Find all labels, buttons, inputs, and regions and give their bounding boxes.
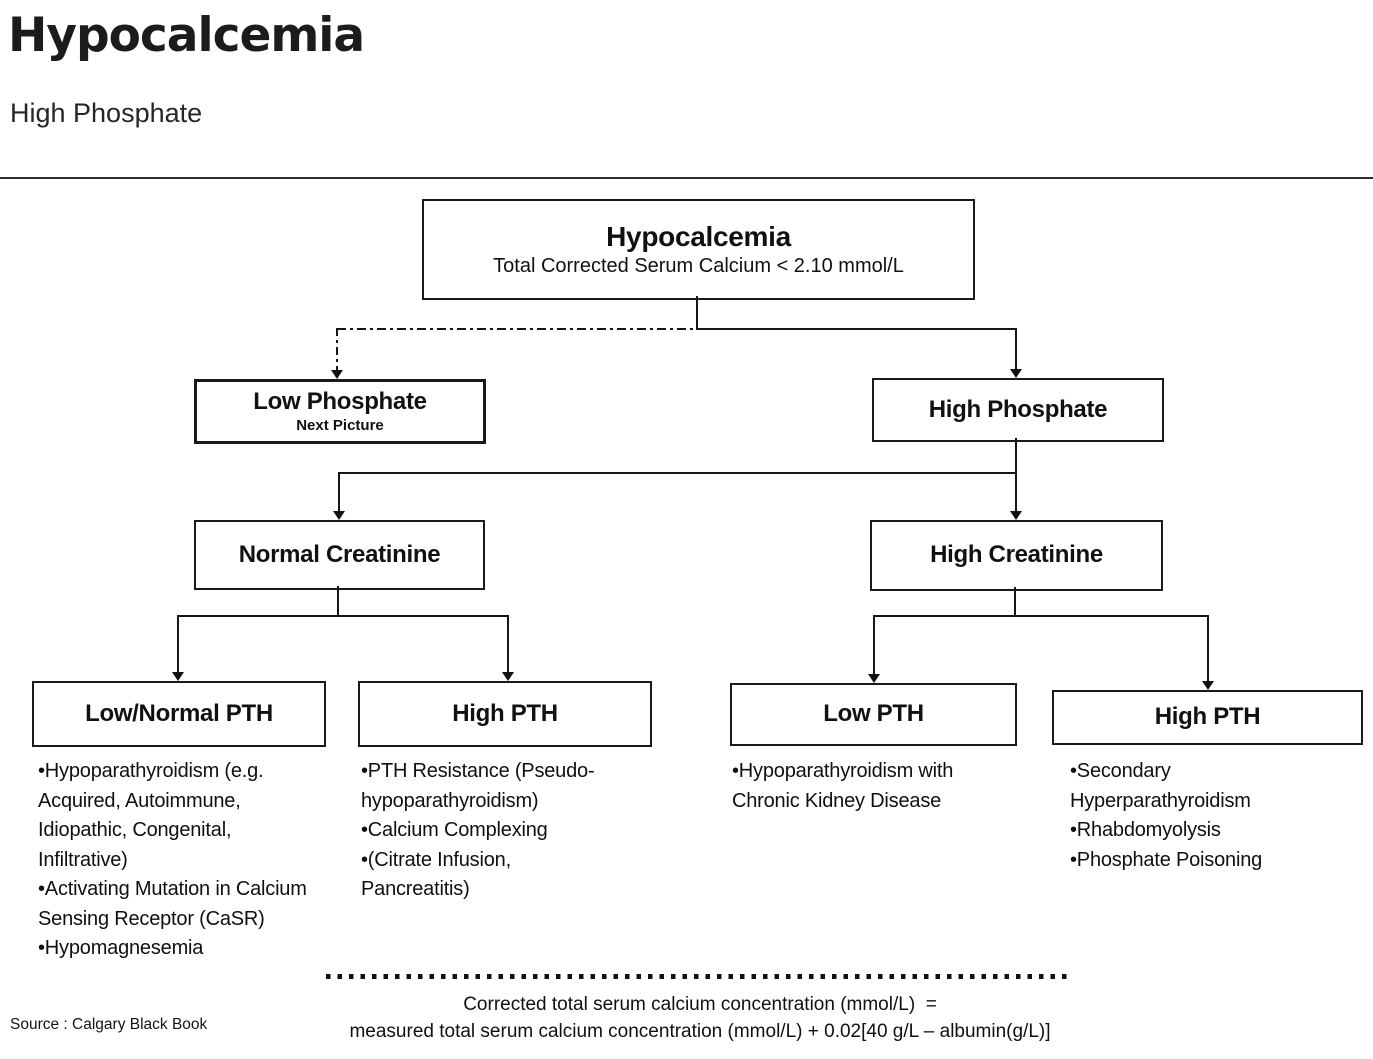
arrowhead-low-phosphate (331, 370, 343, 379)
node-title: Low/Normal PTH (85, 699, 273, 727)
node-title: High PTH (1154, 703, 1261, 731)
dotted-separator (326, 974, 1070, 979)
node-title: High PTH (452, 699, 558, 727)
connector-to-low-normal-pth (177, 615, 179, 673)
node-subtitle: Total Corrected Serum Calcium < 2.10 mmo… (493, 255, 904, 278)
node-title: Low PTH (823, 700, 924, 728)
arrowhead-normal-creatinine (333, 511, 345, 520)
node-high-creatinine: High Creatinine (870, 520, 1163, 591)
bullet-item: •Hypoparathyroidism (e.g. Acquired, Auto… (38, 760, 264, 871)
connector-to-low-pth (873, 615, 875, 675)
connector-dashdot-horizontal (337, 328, 698, 330)
arrowhead-high-creatinine (1010, 511, 1022, 520)
bullet-item: •(Citrate Infusion, Pancreatitis) (361, 848, 511, 901)
formula-line-2: measured total serum calcium concentrati… (349, 1021, 1051, 1042)
node-normal-creatinine: Normal Creatinine (194, 520, 485, 590)
connector-right-horizontal (697, 328, 1017, 330)
header-divider (0, 177, 1373, 179)
node-low-pth: Low PTH (730, 683, 1017, 746)
connector-root-stub (696, 296, 698, 330)
arrowhead-high-phosphate (1010, 369, 1022, 378)
connector-creatinine-split (338, 472, 1017, 474)
causes-list-high-pth-left: •PTH Resistance (Pseudo-hypoparathyroidi… (361, 757, 615, 905)
bullet-item: •Hypomagnesemia (38, 937, 204, 959)
connector-right-pth-split (873, 615, 1209, 617)
node-title: High Phosphate (928, 395, 1108, 423)
connector-to-high-pth-right (1207, 615, 1209, 682)
connector-left-pth-split (177, 615, 509, 617)
causes-list-low-normal-pth: •Hypoparathyroidism (e.g. Acquired, Auto… (38, 757, 314, 964)
bullet-item: •Activating Mutation in Calcium Sensing … (38, 878, 307, 930)
formula-line-1: Corrected total serum calcium concentrat… (463, 994, 937, 1015)
source-credit: Source : Calgary Black Book (10, 1016, 208, 1033)
connector-right-vertical (1015, 328, 1017, 369)
connector-to-high-pth-left (507, 615, 509, 673)
arrowhead-low-pth (868, 674, 880, 683)
bullet-item: •PTH Resistance (Pseudo-hypoparathyroidi… (361, 760, 595, 812)
connector-dashdot-vertical (336, 328, 338, 370)
connector-to-normal-creatinine (338, 472, 340, 512)
bullet-item: •Calcium Complexing (361, 819, 548, 841)
node-hypocalcemia-root: Hypocalcemia Total Corrected Serum Calci… (422, 199, 975, 300)
node-low-phosphate: Low Phosphate Next Picture (194, 379, 486, 444)
connector-highcreatinine-stub (1014, 587, 1016, 617)
node-high-pth-right: High PTH (1052, 690, 1363, 745)
arrowhead-high-pth-right (1202, 681, 1214, 690)
connector-normalcreatinine-stub (337, 586, 339, 617)
bullet-item: •Phosphate Poisoning (1070, 848, 1263, 871)
node-title: Hypocalcemia (606, 220, 791, 252)
connector-highphosphate-stub (1015, 438, 1017, 474)
bullet-item: •Hypoparathyroidism with Chronic Kidney … (732, 760, 954, 812)
node-subtitle: Next Picture (296, 416, 384, 434)
node-low-normal-pth: Low/Normal PTH (32, 681, 326, 747)
node-title: Low Phosphate (253, 388, 427, 416)
causes-list-low-pth: •Hypoparathyroidism with Chronic Kidney … (732, 757, 994, 816)
node-title: High Creatinine (930, 541, 1103, 569)
corrected-calcium-formula: Corrected total serum calcium concentrat… (330, 991, 1070, 1045)
node-title: Normal Creatinine (238, 540, 441, 568)
causes-list-high-pth-right: •Secondary Hyperparathyroidism •Rhabdomyo… (1070, 757, 1316, 875)
bullet-item: •Secondary Hyperparathyroidism (1070, 760, 1251, 812)
node-high-phosphate: High Phosphate (872, 378, 1164, 442)
page-subtitle: High Phosphate (10, 98, 203, 128)
arrowhead-high-pth-left (502, 672, 514, 681)
page-title: Hypocalcemia (8, 8, 365, 63)
node-high-pth-left: High PTH (358, 681, 652, 747)
connector-to-high-creatinine (1015, 472, 1017, 512)
arrowhead-low-normal-pth (172, 672, 184, 681)
bullet-item: •Rhabdomyolysis (1070, 819, 1221, 841)
